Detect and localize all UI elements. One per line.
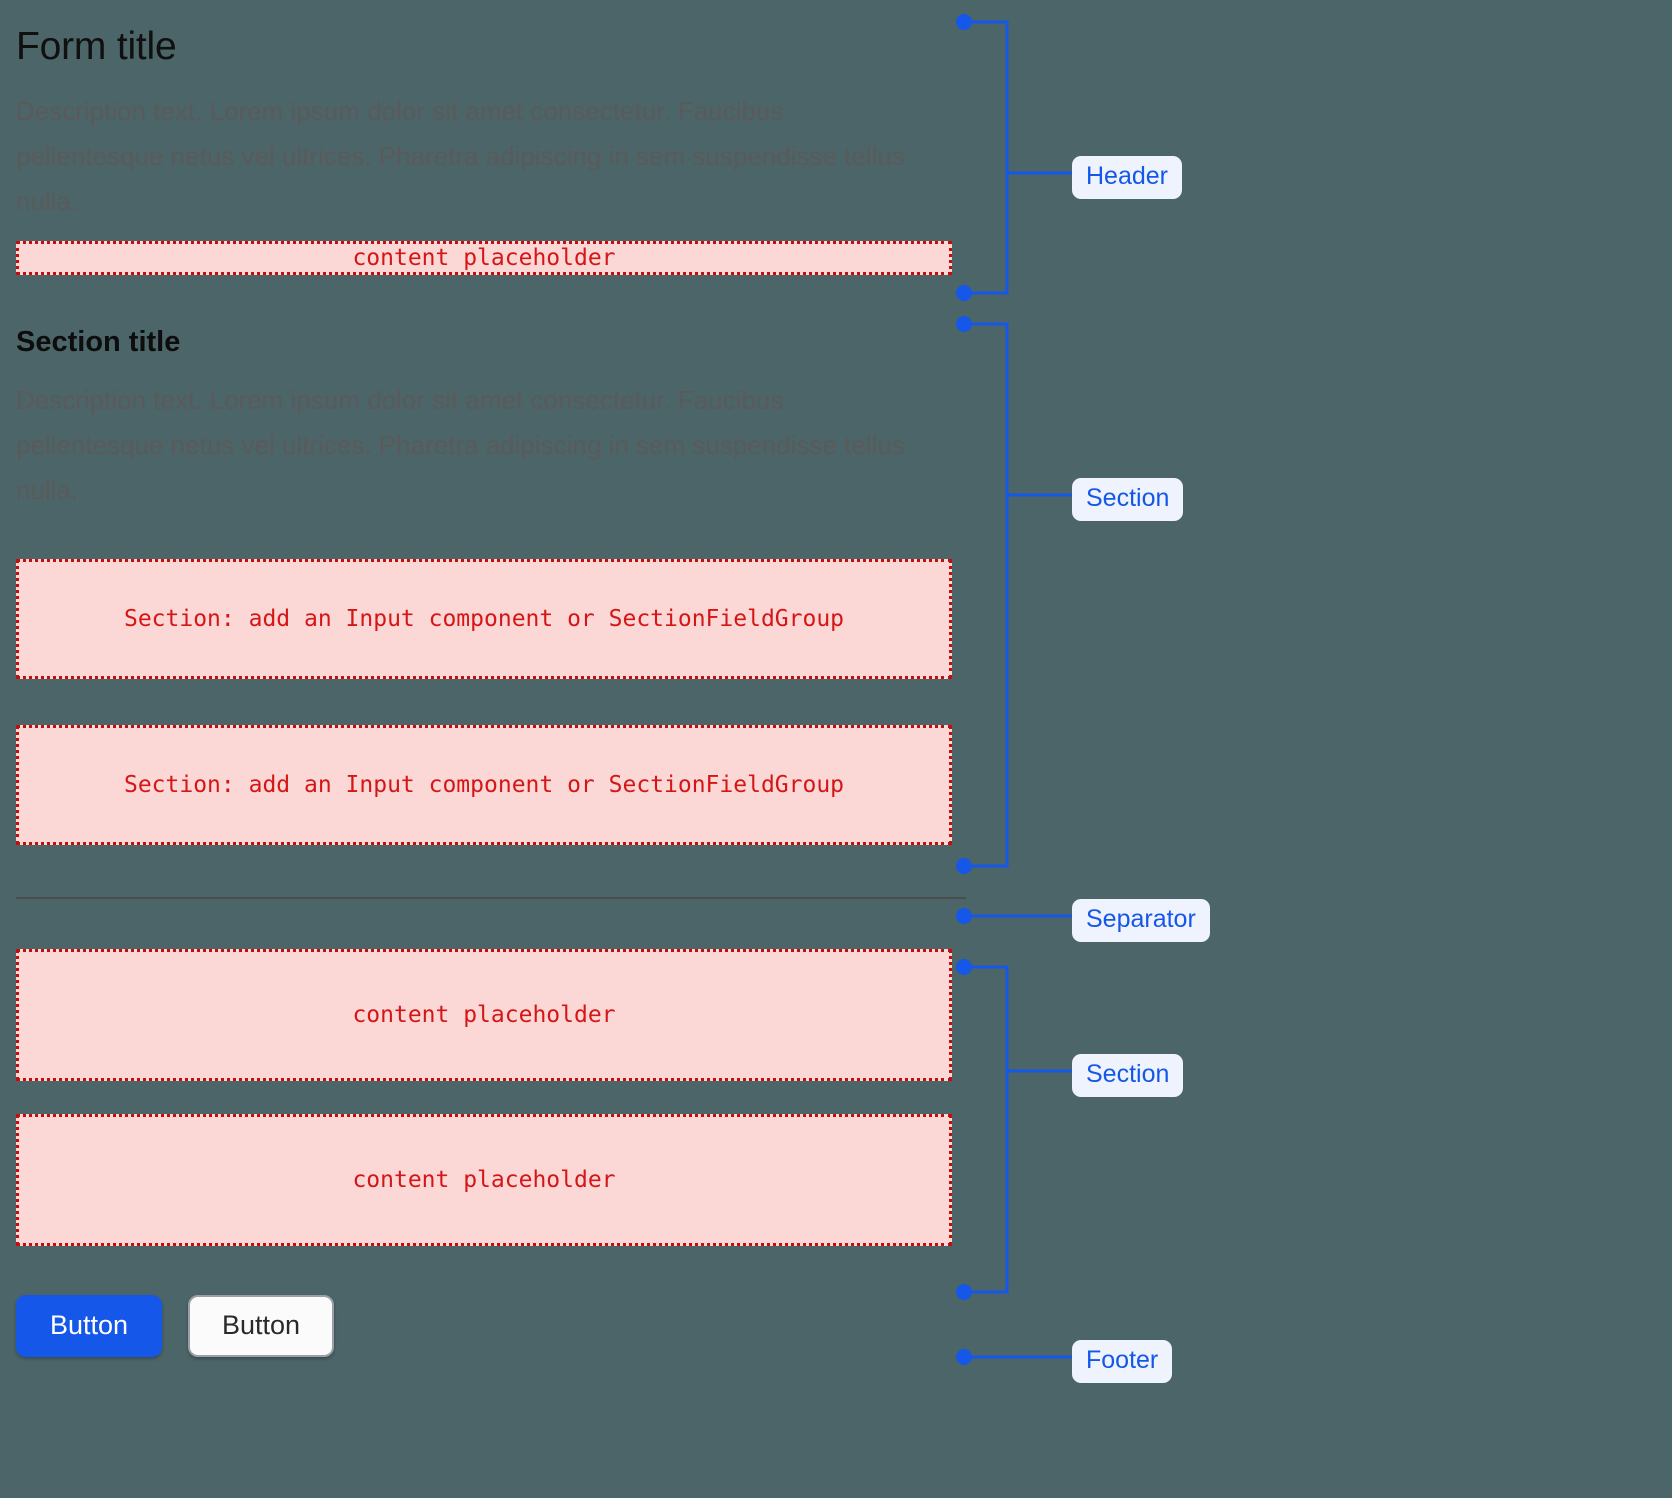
header-description: Description text. Lorem ipsum dolor sit … bbox=[16, 95, 905, 216]
annotation-section-two: Section bbox=[1072, 1054, 1184, 1097]
section-title: Section title bbox=[16, 325, 181, 358]
annotation-header: Header bbox=[1072, 156, 1182, 199]
section-content-placeholder: content placeholder bbox=[16, 1113, 952, 1246]
form-section-two: content placeholder content placeholder bbox=[16, 948, 1016, 1246]
section-description: Description text. Lorem ipsum dolor sit … bbox=[16, 384, 905, 505]
annotation-section-one: Section bbox=[1072, 478, 1184, 521]
separator bbox=[16, 896, 966, 899]
form-container: Form title Description text. Lorem ipsum… bbox=[16, 0, 1016, 1357]
header-content-placeholder: content placeholder bbox=[16, 240, 952, 275]
page-title: Form title bbox=[16, 25, 177, 68]
primary-button[interactable]: Button bbox=[16, 1294, 162, 1357]
section-content-placeholder: content placeholder bbox=[16, 948, 952, 1081]
secondary-button[interactable]: Button bbox=[188, 1294, 334, 1357]
form-section-one: Section title Description text. Lorem ip… bbox=[16, 325, 1016, 845]
form-header: Form title Description text. Lorem ipsum… bbox=[16, 24, 1016, 275]
form-footer: Button Button bbox=[16, 1294, 1016, 1357]
section-field-placeholder: Section: add an Input component or Secti… bbox=[16, 724, 952, 845]
annotation-separator: Separator bbox=[1072, 899, 1210, 942]
annotation-footer: Footer bbox=[1072, 1340, 1173, 1383]
section-field-placeholder: Section: add an Input component or Secti… bbox=[16, 558, 952, 679]
